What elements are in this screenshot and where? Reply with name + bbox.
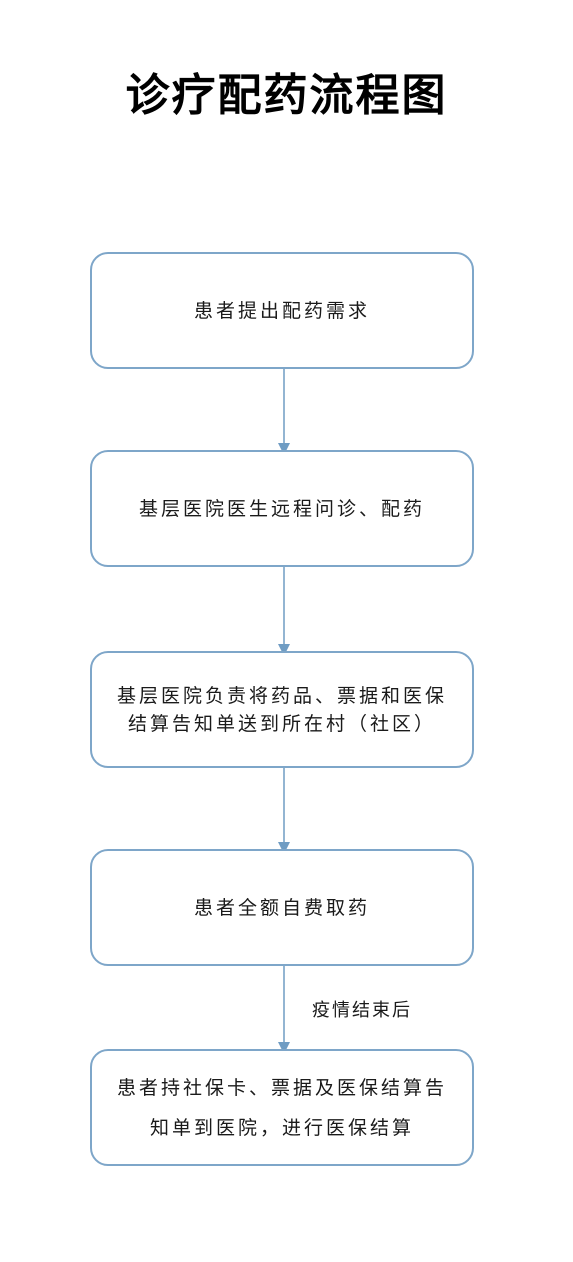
step-box-3: 基层医院负责将药品、票据和医保 结算告知单送到所在村（社区） [90,651,474,768]
step-box-1: 患者提出配药需求 [90,252,474,369]
step-box-4: 患者全额自费取药 [90,849,474,966]
step-3-text-line-1: 基层医院负责将药品、票据和医保 [116,684,447,707]
step-5-text-line-2: 知单到医院，进行医保结算 [149,1116,414,1139]
page-title: 诊疗配药流程图 [125,70,448,121]
step-1-text: 患者提出配药需求 [193,299,370,322]
step-box-5: 患者持社保卡、票据及医保结算告 知单到医院，进行医保结算 [90,1049,474,1166]
step-5-text-line-1: 患者持社保卡、票据及医保结算告 [116,1076,447,1099]
edge-label-after-epidemic: 疫情结束后 [312,1000,412,1021]
step-box-2: 基层医院医生远程问诊、配药 [90,450,474,567]
step-4-text: 患者全额自费取药 [193,896,370,919]
step-3-text-line-2: 结算告知单送到所在村（社区） [127,712,436,735]
step-2-text: 基层医院医生远程问诊、配药 [138,497,425,520]
